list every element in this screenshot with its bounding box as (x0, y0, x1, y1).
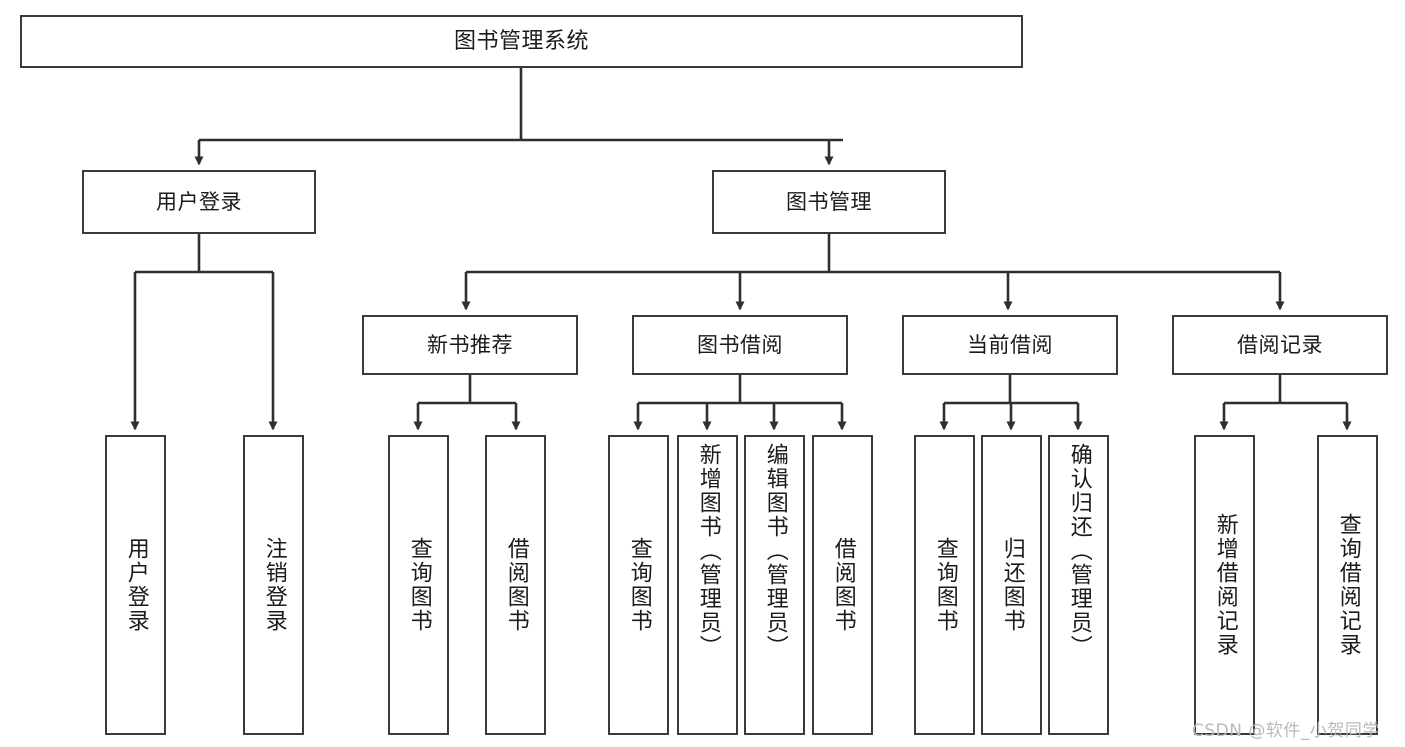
node-label: 查询图书 (626, 537, 652, 633)
node-leaf-edit-book[interactable]: 编辑图书（管理员） (744, 435, 805, 735)
node-leaf-logout[interactable]: 注销登录 (243, 435, 304, 735)
node-leaf-borrow-book-2[interactable]: 借阅图书 (812, 435, 873, 735)
node-root-system[interactable]: 图书管理系统 (20, 15, 1023, 68)
node-leaf-borrow-book-1[interactable]: 借阅图书 (485, 435, 546, 735)
node-book-management[interactable]: 图书管理 (712, 170, 946, 234)
node-label: 注销登录 (261, 537, 287, 633)
node-leaf-confirm-return[interactable]: 确认归还（管理员） (1048, 435, 1109, 735)
node-label: 编辑图书（管理员） (762, 443, 788, 659)
node-new-book-recommend[interactable]: 新书推荐 (362, 315, 578, 375)
node-label: 新增图书（管理员） (695, 443, 721, 659)
node-label: 归还图书 (999, 537, 1025, 633)
watermark-text: CSDN @软件_小贺同学 (1192, 721, 1380, 741)
node-label: 查询借阅记录 (1335, 513, 1361, 657)
node-label: 查询图书 (406, 537, 432, 633)
node-label: 新书推荐 (427, 332, 513, 357)
node-leaf-query-book-2[interactable]: 查询图书 (608, 435, 669, 735)
node-label: 图书管理系统 (453, 28, 589, 54)
node-leaf-query-book-3[interactable]: 查询图书 (914, 435, 975, 735)
node-label: 借阅图书 (503, 537, 529, 633)
node-leaf-user-login[interactable]: 用户登录 (105, 435, 166, 735)
node-label: 确认归还（管理员） (1066, 443, 1092, 659)
watermark: CSDN @软件_小贺同学 (1192, 716, 1380, 741)
node-label: 用户登录 (156, 189, 242, 214)
node-label: 查询图书 (932, 537, 958, 633)
node-user-login[interactable]: 用户登录 (82, 170, 316, 234)
node-label: 借阅图书 (830, 537, 856, 633)
node-label: 新增借阅记录 (1212, 513, 1238, 657)
node-borrow-record[interactable]: 借阅记录 (1172, 315, 1388, 375)
node-label: 用户登录 (123, 537, 149, 633)
node-current-borrow[interactable]: 当前借阅 (902, 315, 1118, 375)
node-label: 当前借阅 (967, 332, 1053, 357)
node-book-borrow[interactable]: 图书借阅 (632, 315, 848, 375)
node-label: 图书管理 (786, 189, 872, 214)
node-leaf-add-record[interactable]: 新增借阅记录 (1194, 435, 1255, 735)
node-leaf-query-record[interactable]: 查询借阅记录 (1317, 435, 1378, 735)
node-leaf-add-book[interactable]: 新增图书（管理员） (677, 435, 738, 735)
node-label: 图书借阅 (697, 332, 783, 357)
node-leaf-return-book[interactable]: 归还图书 (981, 435, 1042, 735)
node-leaf-query-book-1[interactable]: 查询图书 (388, 435, 449, 735)
node-label: 借阅记录 (1237, 332, 1323, 357)
